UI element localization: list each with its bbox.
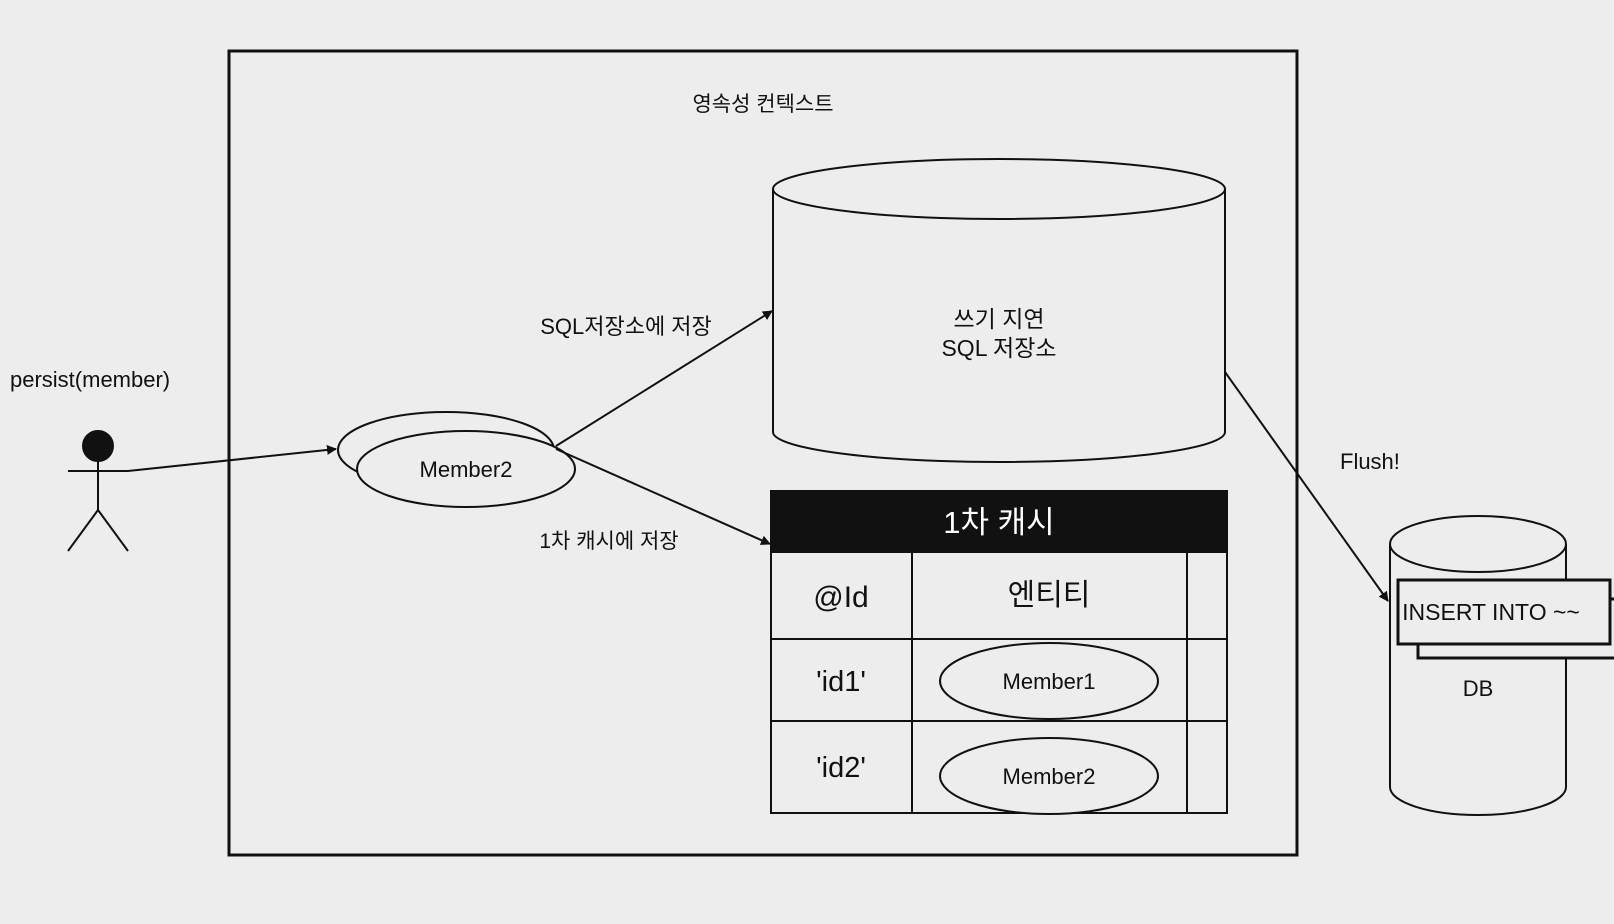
cache-row-2-entity-ellipse (939, 737, 1159, 815)
cache-row-1-entity: Member1 (1003, 669, 1096, 694)
to-sql-store-label: SQL저장소에 저장 (540, 314, 712, 339)
cache-row-1-entity-ellipse (939, 642, 1159, 720)
sql-store-cylinder (772, 158, 1226, 463)
cache-title: 1차 캐시 (943, 505, 1054, 540)
persistence-context-title: 영속성 컨텍스트 (692, 93, 833, 116)
cache-row-1-id: 'id1' (816, 666, 866, 698)
cache-header-entity: 엔티티 (1008, 579, 1091, 612)
database-cylinder (1389, 515, 1567, 816)
entity-label: Member2 (420, 457, 513, 482)
cache-row-2-entity: Member2 (1003, 764, 1096, 789)
query-card-text: INSERT INTO ~~ (1402, 599, 1580, 625)
database-label: DB (1463, 676, 1494, 701)
actor-label: persist(member) (10, 367, 170, 392)
to-cache-arrow (555, 448, 771, 545)
flush-label: Flush! (1340, 449, 1400, 474)
to-sql-store-arrow (555, 310, 773, 447)
sql-store-label-line2: SQL 저장소 (941, 335, 1056, 361)
entity-ellipse-front (356, 430, 576, 508)
cache-row-2-id: 'id2' (816, 752, 866, 784)
flush-arrow (1224, 371, 1389, 602)
query-card-front (1396, 578, 1612, 646)
actor-figure (67, 430, 129, 552)
to-cache-label: 1차 캐시에 저장 (539, 530, 678, 553)
persist-arrow (127, 444, 337, 472)
persistence-context-box (227, 49, 1299, 857)
cache-header-id: @Id (813, 581, 868, 614)
sql-store-label-line1: 쓰기 지연 (953, 306, 1044, 332)
